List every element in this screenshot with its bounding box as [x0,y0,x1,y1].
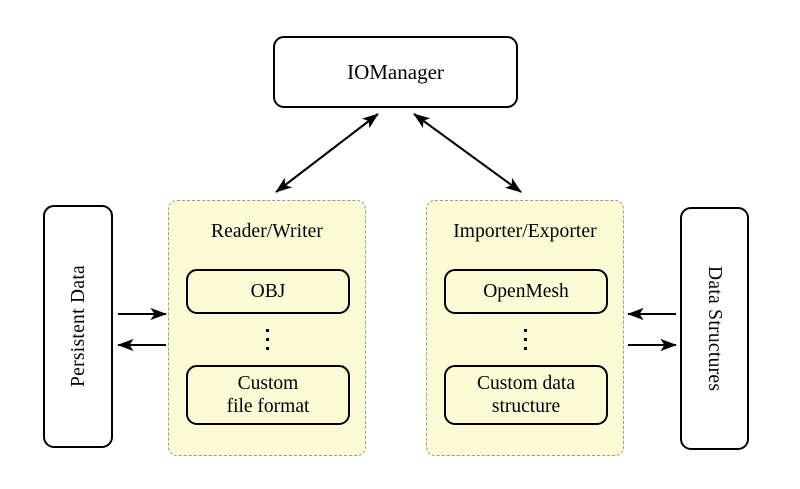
group-importer-exporter-title: Importer/Exporter [453,221,597,242]
node-obj[interactable]: OBJ [186,269,350,314]
arrow-manager-readerwriter [275,113,379,193]
node-custom-data-structure-line1: Custom data [476,373,576,394]
ellipsis-importer-exporter [427,323,623,350]
node-obj-label: OBJ [250,281,286,302]
arrow-manager-importerexporter [413,113,522,193]
group-reader-writer-title: Reader/Writer [210,221,324,242]
node-data-structures[interactable]: Data Structures [680,207,749,450]
node-custom-data-structure[interactable]: Custom data structure [444,365,608,425]
group-reader-writer[interactable]: Reader/Writer OBJ Custom file format [168,200,366,456]
node-openmesh[interactable]: OpenMesh [444,269,608,314]
node-custom-file-format-line1: Custom [237,373,299,394]
node-openmesh-label: OpenMesh [483,281,569,302]
node-data-structures-label: Data Structures [704,265,725,392]
node-persistent-data[interactable]: Persistent Data [43,205,113,448]
node-persistent-data-label: Persistent Data [67,265,89,388]
ellipsis-reader-writer [169,323,365,350]
node-iomanager-label: IOManager [347,59,444,84]
node-iomanager[interactable]: IOManager [273,36,518,108]
group-importer-exporter[interactable]: Importer/Exporter OpenMesh Custom data s… [426,200,624,456]
node-custom-data-structure-line2: structure [491,396,561,417]
node-custom-file-format-line2: file format [226,396,310,417]
node-custom-file-format[interactable]: Custom file format [186,365,350,425]
